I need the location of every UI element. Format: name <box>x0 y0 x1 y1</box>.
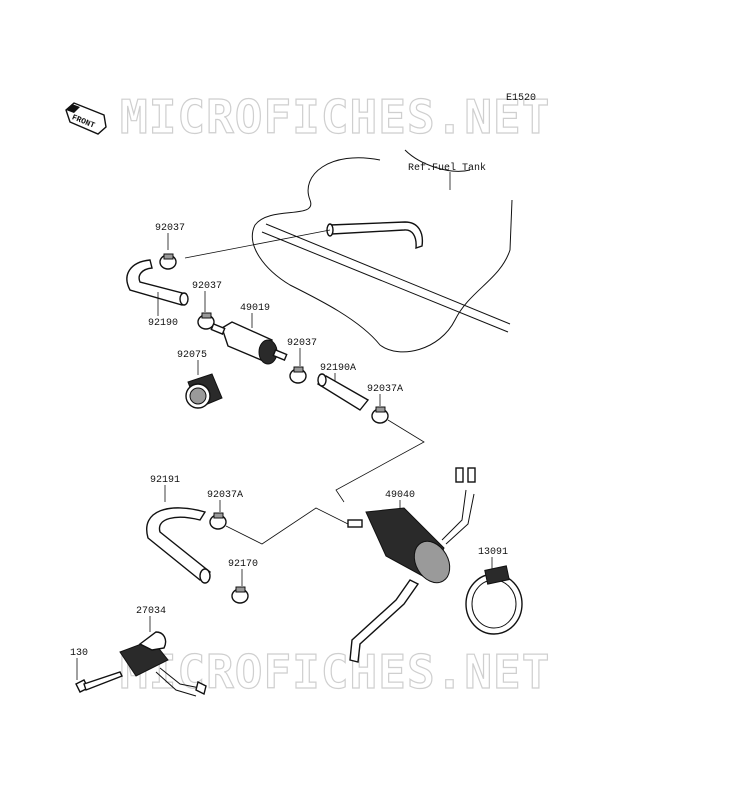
routing-line-lower <box>225 507 353 545</box>
clamp-92037-3 <box>289 366 307 384</box>
tank-to-clamp-line <box>184 229 331 259</box>
clamp-92037-top <box>159 253 177 270</box>
routing-line-upper <box>335 419 425 503</box>
part-label-92037-top: 92037 <box>155 223 185 234</box>
part-label-49019: 49019 <box>240 303 270 314</box>
hose-92191 <box>146 507 212 584</box>
ref-fuel-tank-label: Ref.Fuel Tank <box>408 162 486 174</box>
bolt-130 <box>75 671 123 693</box>
watermark-bottom: MICROFICHES.NET <box>120 645 550 699</box>
relay-27034 <box>119 631 207 697</box>
front-arrow-icon: FRONT <box>65 102 107 135</box>
part-label-92075: 92075 <box>177 350 207 361</box>
tank-outlet-pipe <box>326 221 424 249</box>
part-label-92190a: 92190A <box>320 363 356 374</box>
hose-92190 <box>126 259 189 306</box>
part-label-92190: 92190 <box>148 318 178 329</box>
part-label-13091: 13091 <box>478 547 508 558</box>
watermark-top: MICROFICHES.NET <box>120 90 550 144</box>
part-label-27034: 27034 <box>136 606 166 617</box>
part-label-92037a: 92037A <box>367 384 403 395</box>
part-label-92037-2: 92037 <box>192 281 222 292</box>
part-label-92170: 92170 <box>228 559 258 570</box>
fuel-tank-outline <box>251 149 513 353</box>
part-label-92191: 92191 <box>150 475 180 486</box>
part-label-49040: 49040 <box>385 490 415 501</box>
diagram-code: E1520 <box>506 93 536 104</box>
fuel-pump-49040 <box>347 467 476 663</box>
clamp-92037a-2 <box>209 512 227 530</box>
clamp-92170 <box>231 586 249 604</box>
band-13091 <box>465 565 523 635</box>
hose-92190a <box>316 373 370 411</box>
fuel-filter-49019 <box>210 321 288 365</box>
clamp-92037-2 <box>197 312 215 330</box>
clamp-ring-92075 <box>185 373 223 409</box>
part-label-92037-3: 92037 <box>287 338 317 349</box>
part-label-130: 130 <box>70 648 88 659</box>
part-label-92037a-2: 92037A <box>207 490 243 501</box>
clamp-92037a <box>371 406 389 424</box>
